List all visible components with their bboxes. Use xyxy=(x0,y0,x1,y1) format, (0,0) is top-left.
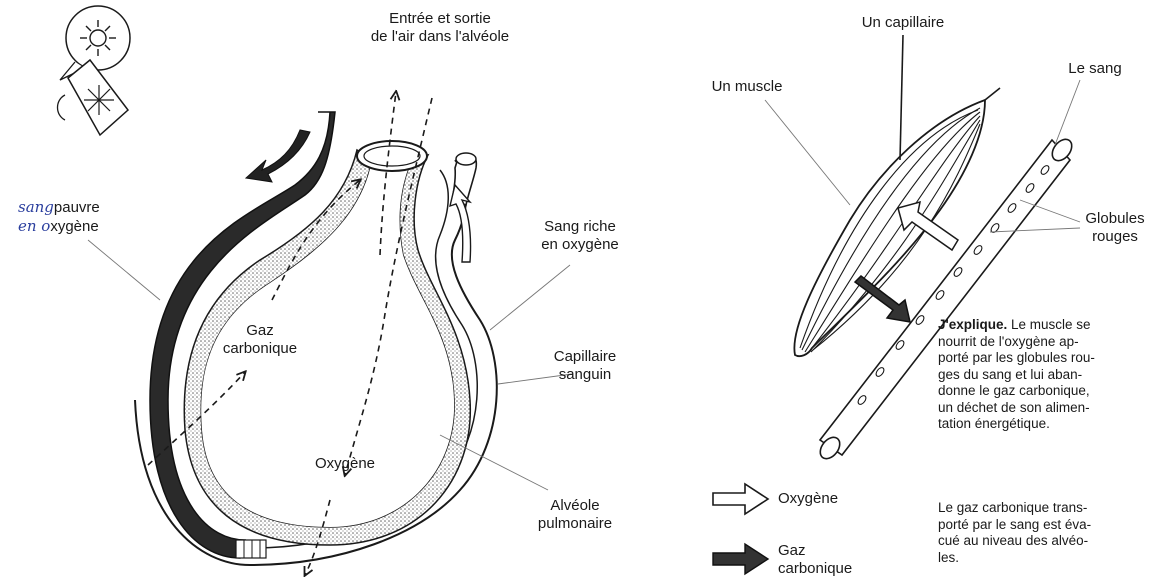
muscle-tendon xyxy=(985,88,1000,100)
red-cells-label: Globules rouges xyxy=(1065,210,1165,246)
explanation-line: porté par les globules rou- xyxy=(938,350,1166,367)
explanation-line: un déchet de son alimen- xyxy=(938,400,1166,417)
legend-co2-line1: Gaz xyxy=(778,542,878,560)
air-label-line1: Entrée et sortie xyxy=(325,10,555,28)
legend-co2-arrow-icon xyxy=(713,544,768,574)
legend-co2-label: Gaz carbonique xyxy=(778,542,878,578)
legend-oxygen-label: Oxygène xyxy=(778,490,868,508)
rich-blood-line2: en oxygène xyxy=(525,236,635,254)
poor-blood-handwritten-2: en o xyxy=(18,217,50,235)
blood-leader xyxy=(1055,80,1080,145)
vessel-striped-segment xyxy=(236,540,266,558)
explanation-line: ges du sang et lui aban- xyxy=(938,367,1166,384)
capillary-text: Un capillaire xyxy=(848,14,958,32)
capillary-line1: Capillaire xyxy=(530,348,640,366)
explanation-line: les. xyxy=(938,550,1166,567)
explanation-line: Le muscle se xyxy=(1011,317,1091,332)
poor-blood-flow-arrow xyxy=(246,130,310,182)
co2-transfer-arrow xyxy=(855,276,910,322)
alveolus-illustration xyxy=(58,6,573,575)
explanation-line: donne le gaz carbonique, xyxy=(938,383,1166,400)
alveolus-line1: Alvéole xyxy=(520,497,630,515)
explanation-line: tation énergétique. xyxy=(938,416,1166,433)
muscle-text: Un muscle xyxy=(692,78,802,96)
red-cells-line2: rouges xyxy=(1065,228,1165,246)
poor-blood-handwritten-1: sang xyxy=(18,198,54,216)
legend-oxygen-arrow-icon xyxy=(713,484,768,514)
muscle-leader xyxy=(765,100,850,205)
poor-blood-printed-1: pauvre xyxy=(54,199,100,216)
star-icon xyxy=(84,85,114,115)
explanation-paragraph-2: Le gaz carbonique trans- porté par le sa… xyxy=(938,500,1166,566)
red-cells-line1: Globules xyxy=(1065,210,1165,228)
explanation-line: nourrit de l'oxygène ap- xyxy=(938,334,1166,351)
blood-label: Le sang xyxy=(1050,60,1140,78)
legend-graphics xyxy=(713,484,768,574)
oxygen-label: Oxygène xyxy=(300,455,390,473)
explanation-line: porté par le sang est éva- xyxy=(938,517,1166,534)
capillary-title-label: Un capillaire xyxy=(848,14,958,32)
air-exchange-label: Entrée et sortie de l'air dans l'alvéole xyxy=(325,10,555,46)
capillary-pointer-line xyxy=(900,35,903,160)
poor-blood-printed-2: xygène xyxy=(50,218,98,235)
legend-co2-line2: carbonique xyxy=(778,560,878,578)
oxygen-text: Oxygène xyxy=(300,455,390,473)
explanation-heading: J'explique. xyxy=(938,317,1007,332)
capillary-line2: sanguin xyxy=(530,366,640,384)
alveolus-line2: pulmonaire xyxy=(520,515,630,533)
co2-line2: carbonique xyxy=(205,340,315,358)
poor-blood-label: sangpauvre en oxygène xyxy=(18,198,128,236)
air-label-line2: de l'air dans l'alvéole xyxy=(325,28,555,46)
explanation-line: cué au niveau des alvéo- xyxy=(938,533,1166,550)
legend-oxygen-text: Oxygène xyxy=(778,490,868,508)
rich-blood-leader xyxy=(490,265,570,330)
explanation-paragraph-1: J'explique. Le muscle se nourrit de l'ox… xyxy=(938,317,1166,433)
blood-text: Le sang xyxy=(1050,60,1140,78)
poor-blood-leader xyxy=(88,240,160,300)
pictogram-icons xyxy=(58,6,131,135)
rich-blood-line1: Sang riche xyxy=(525,218,635,236)
capillary-label: Capillaire sanguin xyxy=(530,348,640,384)
alveolus-label: Alvéole pulmonaire xyxy=(520,497,630,533)
muscle-label: Un muscle xyxy=(692,78,802,96)
co2-line1: Gaz xyxy=(205,322,315,340)
explanation-line: Le gaz carbonique trans- xyxy=(938,500,1166,517)
co2-label: Gaz carbonique xyxy=(205,322,315,358)
rich-blood-label: Sang riche en oxygène xyxy=(525,218,635,254)
